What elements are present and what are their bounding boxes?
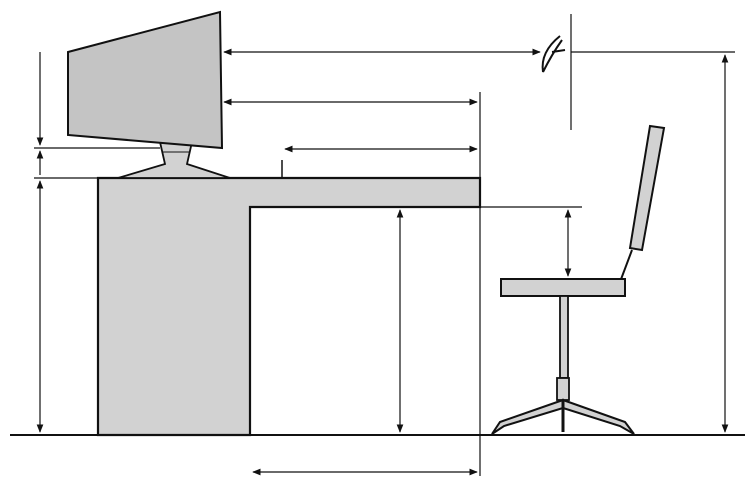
monitor	[67, 10, 224, 150]
chair-seat	[500, 278, 626, 297]
chair-backrest	[628, 124, 666, 252]
dimension-lines	[34, 48, 735, 476]
chair-back-support	[619, 249, 633, 283]
eye-pupil	[551, 49, 566, 53]
desk	[96, 176, 482, 437]
chair-cylinder	[556, 377, 570, 401]
eye-icon	[541, 35, 563, 73]
chair	[491, 124, 666, 435]
chair-post	[559, 295, 569, 379]
